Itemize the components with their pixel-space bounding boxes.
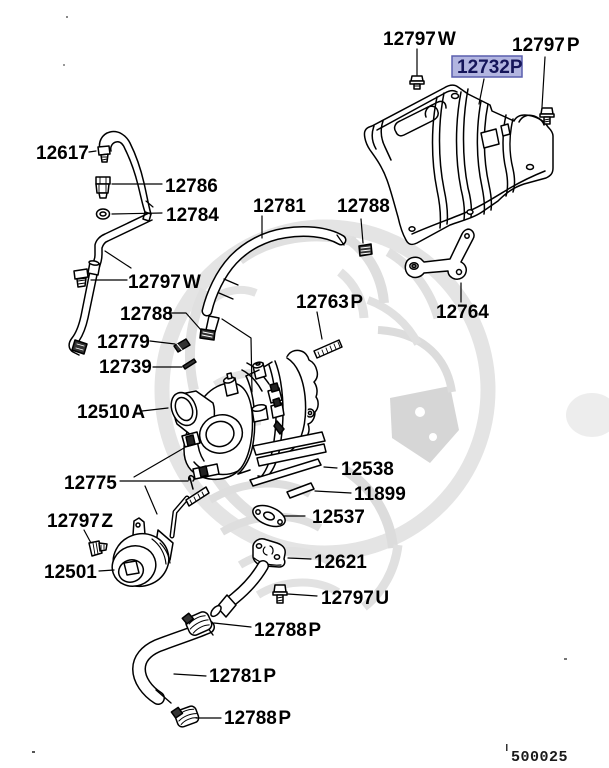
svg-text:12779: 12779 — [97, 332, 150, 353]
svg-text:12763P: 12763P — [296, 292, 363, 313]
svg-text:12501: 12501 — [44, 562, 97, 583]
svg-text:11899: 11899 — [354, 484, 406, 505]
svg-text:12739: 12739 — [99, 357, 152, 378]
svg-text:12781P: 12781P — [209, 666, 276, 687]
svg-text:12786: 12786 — [165, 176, 218, 197]
svg-text:12781: 12781 — [253, 196, 306, 217]
svg-text:12617: 12617 — [36, 143, 89, 164]
svg-text:12775: 12775 — [64, 473, 117, 494]
svg-text:12797Z: 12797Z — [47, 511, 113, 532]
svg-text:12537: 12537 — [312, 507, 365, 528]
svg-text:12797U: 12797U — [321, 588, 389, 609]
svg-text:12764: 12764 — [436, 302, 489, 323]
svg-text:12510A: 12510A — [77, 402, 145, 423]
svg-text:12621: 12621 — [314, 552, 367, 573]
svg-text:12538: 12538 — [341, 459, 394, 480]
svg-text:500025: 500025 — [511, 749, 568, 766]
svg-text:12788P: 12788P — [254, 620, 321, 641]
svg-text:12732P: 12732P — [457, 57, 523, 78]
svg-text:12784: 12784 — [166, 205, 219, 226]
svg-text:12788: 12788 — [337, 196, 390, 217]
svg-text:12788: 12788 — [120, 304, 173, 325]
svg-text:12788P: 12788P — [224, 708, 291, 729]
